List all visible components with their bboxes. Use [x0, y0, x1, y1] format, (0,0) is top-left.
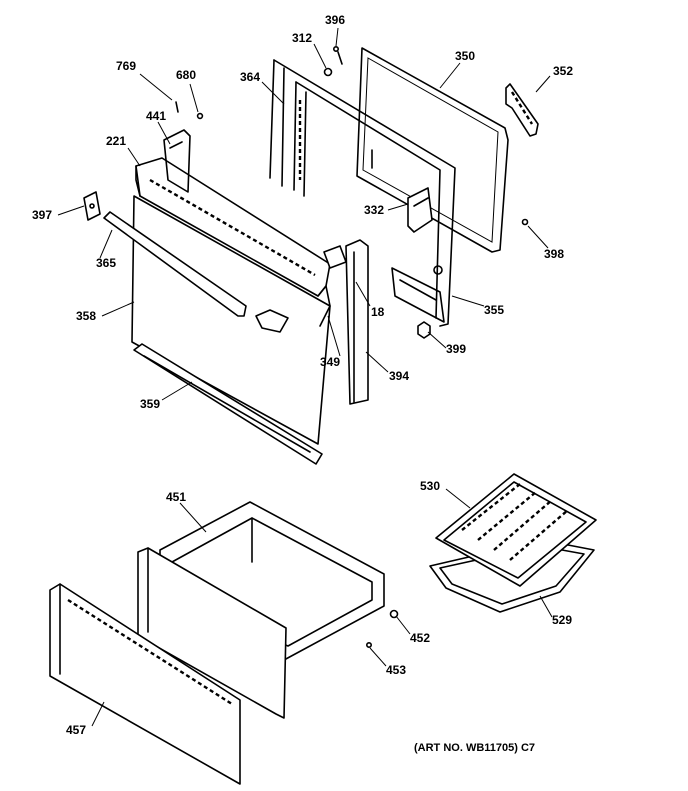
art-number: (ART NO. WB11705) C7: [414, 742, 535, 754]
screw-769: [175, 101, 179, 113]
broiler-grid-530: [435, 473, 597, 587]
drawer-front-457: [49, 583, 241, 785]
gasket-352: [505, 83, 539, 137]
label-364: 364: [240, 70, 260, 84]
screw-452: [389, 609, 399, 619]
label-350: 350: [455, 49, 475, 63]
label-530: 530: [420, 479, 440, 493]
label-529: 529: [552, 613, 572, 627]
label-394: 394: [389, 369, 409, 383]
screw-398: [521, 218, 529, 226]
outer-door-358: [131, 195, 331, 445]
bracket-441: [163, 129, 191, 193]
label-398: 398: [544, 247, 564, 261]
door-frame-364: [269, 59, 456, 327]
label-451: 451: [166, 490, 186, 504]
label-452: 452: [410, 631, 430, 645]
label-453: 453: [386, 663, 406, 677]
bottom-trim-359: [133, 343, 323, 465]
label-441: 441: [146, 109, 166, 123]
side-strip-349: [317, 285, 331, 327]
label-396: 396: [325, 13, 345, 27]
label-769: 769: [116, 59, 136, 73]
label-18: 18: [371, 305, 385, 319]
hinge-pad-332: [407, 187, 433, 233]
side-channel-394: [323, 239, 369, 405]
label-680: 680: [176, 68, 196, 82]
label-355: 355: [484, 303, 504, 317]
screw-312: [323, 67, 333, 77]
label-312: 312: [292, 31, 312, 45]
part-labels: 396 312 350 352 769 680 364 441 221 332 …: [32, 13, 573, 754]
label-349: 349: [320, 355, 340, 369]
screw-453: [365, 641, 372, 648]
door-bracket-355: [391, 265, 445, 323]
screw-680: [196, 112, 204, 120]
nut-399: [417, 321, 431, 339]
label-332: 332: [364, 203, 384, 217]
screw-396: [332, 45, 343, 65]
door-inner-panel-350: [356, 47, 509, 253]
callout-lines: [57, 27, 553, 727]
bracket-397: [83, 191, 101, 221]
label-457: 457: [66, 723, 86, 737]
door-handle-cap: [255, 309, 289, 333]
label-358: 358: [76, 309, 96, 323]
handle-365: [103, 211, 247, 317]
label-221: 221: [106, 134, 126, 148]
label-399: 399: [446, 342, 466, 356]
label-397: 397: [32, 208, 52, 222]
label-359: 359: [140, 397, 160, 411]
label-365: 365: [96, 256, 116, 270]
label-352: 352: [553, 64, 573, 78]
